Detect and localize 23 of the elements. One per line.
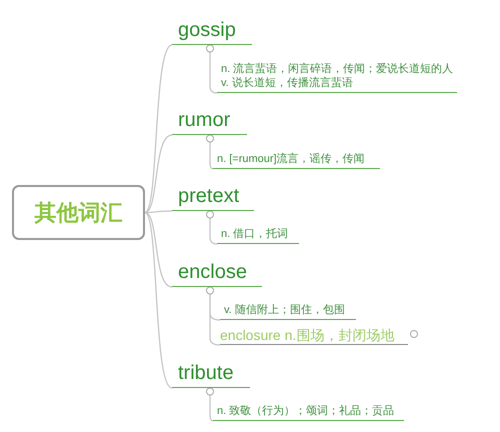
word-heading: rumor <box>172 103 247 135</box>
connector-line <box>145 210 172 214</box>
word-heading: pretext <box>172 178 254 211</box>
definition-text: n. 致敬（行为）；颂词；礼品；贡品 <box>213 402 404 421</box>
connector-line <box>209 52 218 94</box>
definition-line: v. 说长道短，传播流言蜚语 <box>221 76 354 90</box>
definition-text: n. 借口，托词 <box>217 226 299 244</box>
connector-line <box>144 212 172 288</box>
connector-line <box>144 134 172 214</box>
definition-text: v. 随信附上；围住，包围 <box>220 302 356 320</box>
word-heading: gossip <box>172 10 252 45</box>
definition-text <box>217 62 457 93</box>
connector-line <box>209 395 214 422</box>
connector-line <box>144 212 172 388</box>
connector-line <box>209 142 214 170</box>
topic-box: 其他词汇 <box>12 185 145 240</box>
connector-line <box>209 218 218 245</box>
word-heading: enclose <box>172 252 262 287</box>
word-heading: tribute <box>172 355 250 388</box>
definition-line: n. 流言蜚语，闲言碎语，传闻；爱说长道短的人 <box>221 62 454 76</box>
definition-text: n. [=rumour]流言，谣传，传闻 <box>213 150 380 169</box>
definition-text: enclosure n.围场，封闭场地 <box>220 324 408 345</box>
connector-line <box>144 44 172 213</box>
